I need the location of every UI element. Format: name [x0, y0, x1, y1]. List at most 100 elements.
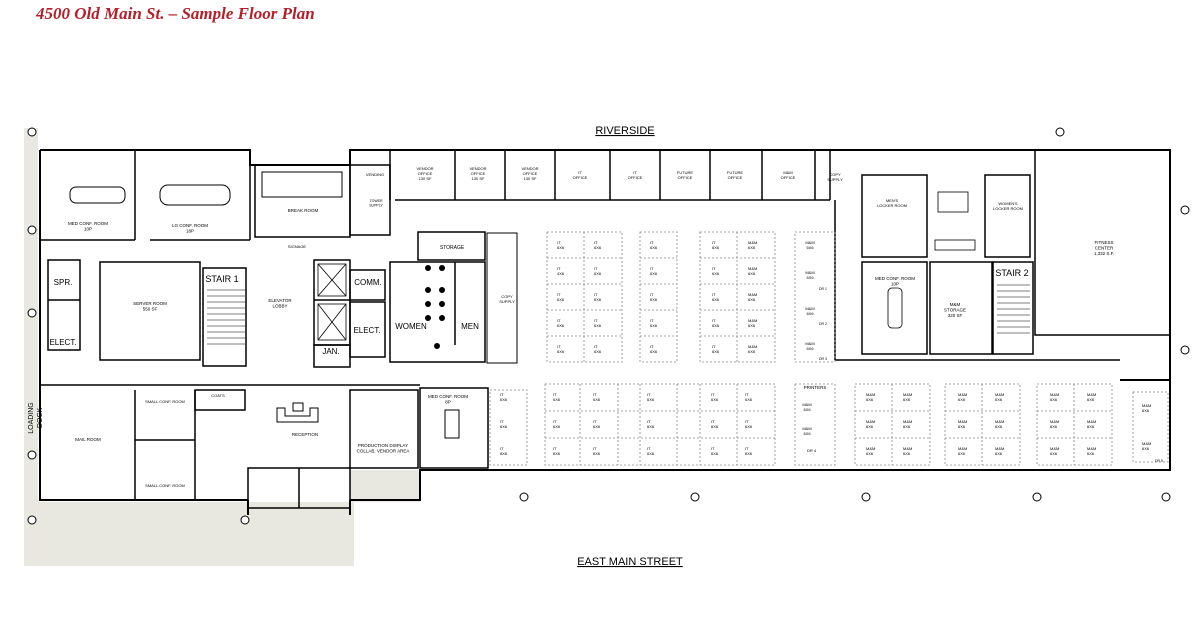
- south-rooms: [134, 387, 489, 509]
- street-south: EAST MAIN STREET: [577, 556, 683, 568]
- plan-title: 4500 Old Main St. – Sample Floor Plan: [36, 4, 315, 23]
- conf-tables: [69, 171, 343, 206]
- workstation-printers-area: DR 4: [807, 448, 817, 453]
- room-label-break-room: BREAK ROOM: [288, 208, 319, 213]
- reception-desk: [276, 402, 460, 439]
- locker-fixtures: [887, 191, 976, 329]
- room-label-storage: STORAGE: [440, 245, 465, 251]
- room-label-jan: JAN.: [322, 347, 339, 356]
- room-label-printers: PRINTERS: [804, 385, 827, 390]
- room-label-comm: COMM.: [354, 278, 382, 287]
- room-label-small-conf-2: SMALL CONF. ROOM: [145, 483, 185, 488]
- room-label-elect-w: ELECT.: [49, 338, 76, 347]
- dr-label: DR 3: [819, 357, 827, 361]
- street-north: RIVERSIDE: [595, 125, 654, 137]
- dr-label: DR 1: [819, 287, 827, 291]
- copy-supply-central: [486, 232, 518, 364]
- room-label-stair-1: STAIR 1: [205, 274, 238, 284]
- room-label-coats: COATS: [211, 393, 225, 398]
- dr-label: DR 2: [819, 322, 827, 326]
- restroom-fixtures: [425, 265, 445, 349]
- room-label-men: MEN: [461, 322, 479, 331]
- room-label-women: WOMEN: [395, 322, 427, 331]
- workstation-grid: [489, 231, 1169, 466]
- west-core: [40, 231, 486, 386]
- dr-label: DR 5: [1155, 459, 1163, 463]
- room-label-signage: SIGNAGE: [288, 244, 307, 249]
